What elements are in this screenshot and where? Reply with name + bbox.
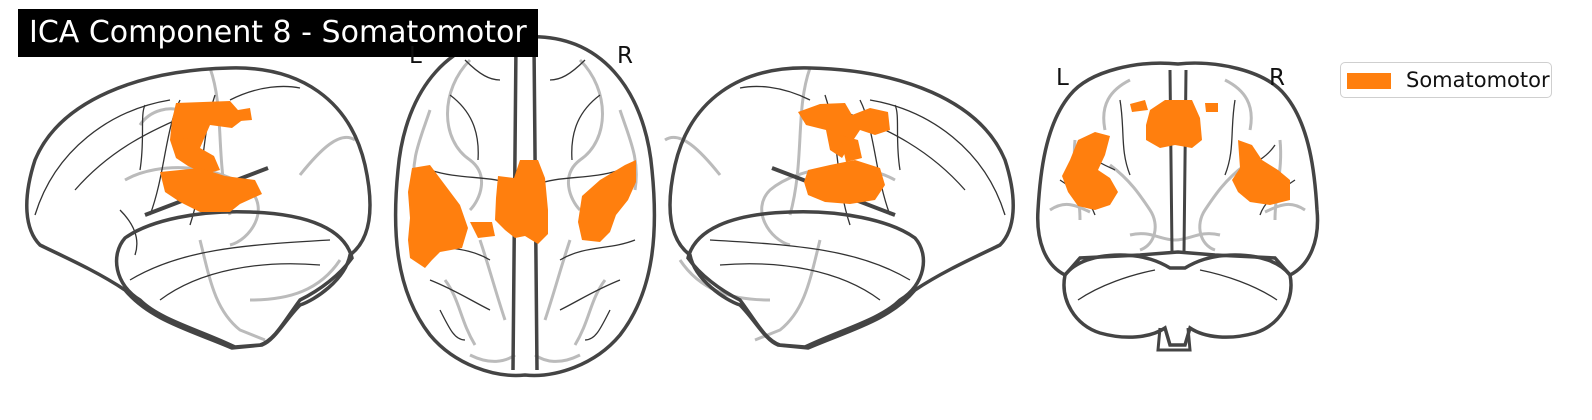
axial-gyri: [412, 58, 638, 363]
coronal-left-label: L: [1056, 65, 1069, 91]
sagittal-left-temporal-outline: [114, 209, 354, 349]
coronal-cerebellum-outline: [1062, 253, 1293, 347]
coronal-view: [1035, 61, 1320, 352]
legend-label: Somatomotor: [1406, 68, 1550, 92]
sagittal-left-outline: [25, 66, 372, 350]
legend: Somatomotor: [1340, 62, 1552, 98]
axial-outline: [393, 35, 657, 378]
sagittal-right-outline: [668, 66, 1015, 350]
figure-title: ICA Component 8 - Somatomotor: [18, 9, 538, 57]
coronal-activation: [1062, 100, 1290, 210]
coronal-outline: [1035, 61, 1320, 278]
coronal-gyri: [1049, 78, 1306, 252]
sagittal-right-view: [664, 66, 1015, 350]
axial-right-label: R: [617, 43, 633, 69]
sagittal-right-activation: [798, 103, 890, 204]
coronal-midline: [1168, 69, 1188, 253]
sagittal-right-gyri: [664, 67, 896, 342]
sagittal-right-temporal-outline: [686, 209, 926, 349]
coronal-right-label: R: [1269, 65, 1285, 91]
legend-swatch: [1347, 73, 1391, 89]
axial-activation: [408, 160, 636, 268]
coronal-brainstem-outline: [1156, 327, 1192, 352]
sagittal-left-view: [25, 66, 372, 350]
axial-left-label: L: [409, 43, 422, 69]
sagittal-left-activation: [160, 101, 262, 212]
axial-view: [393, 35, 657, 378]
